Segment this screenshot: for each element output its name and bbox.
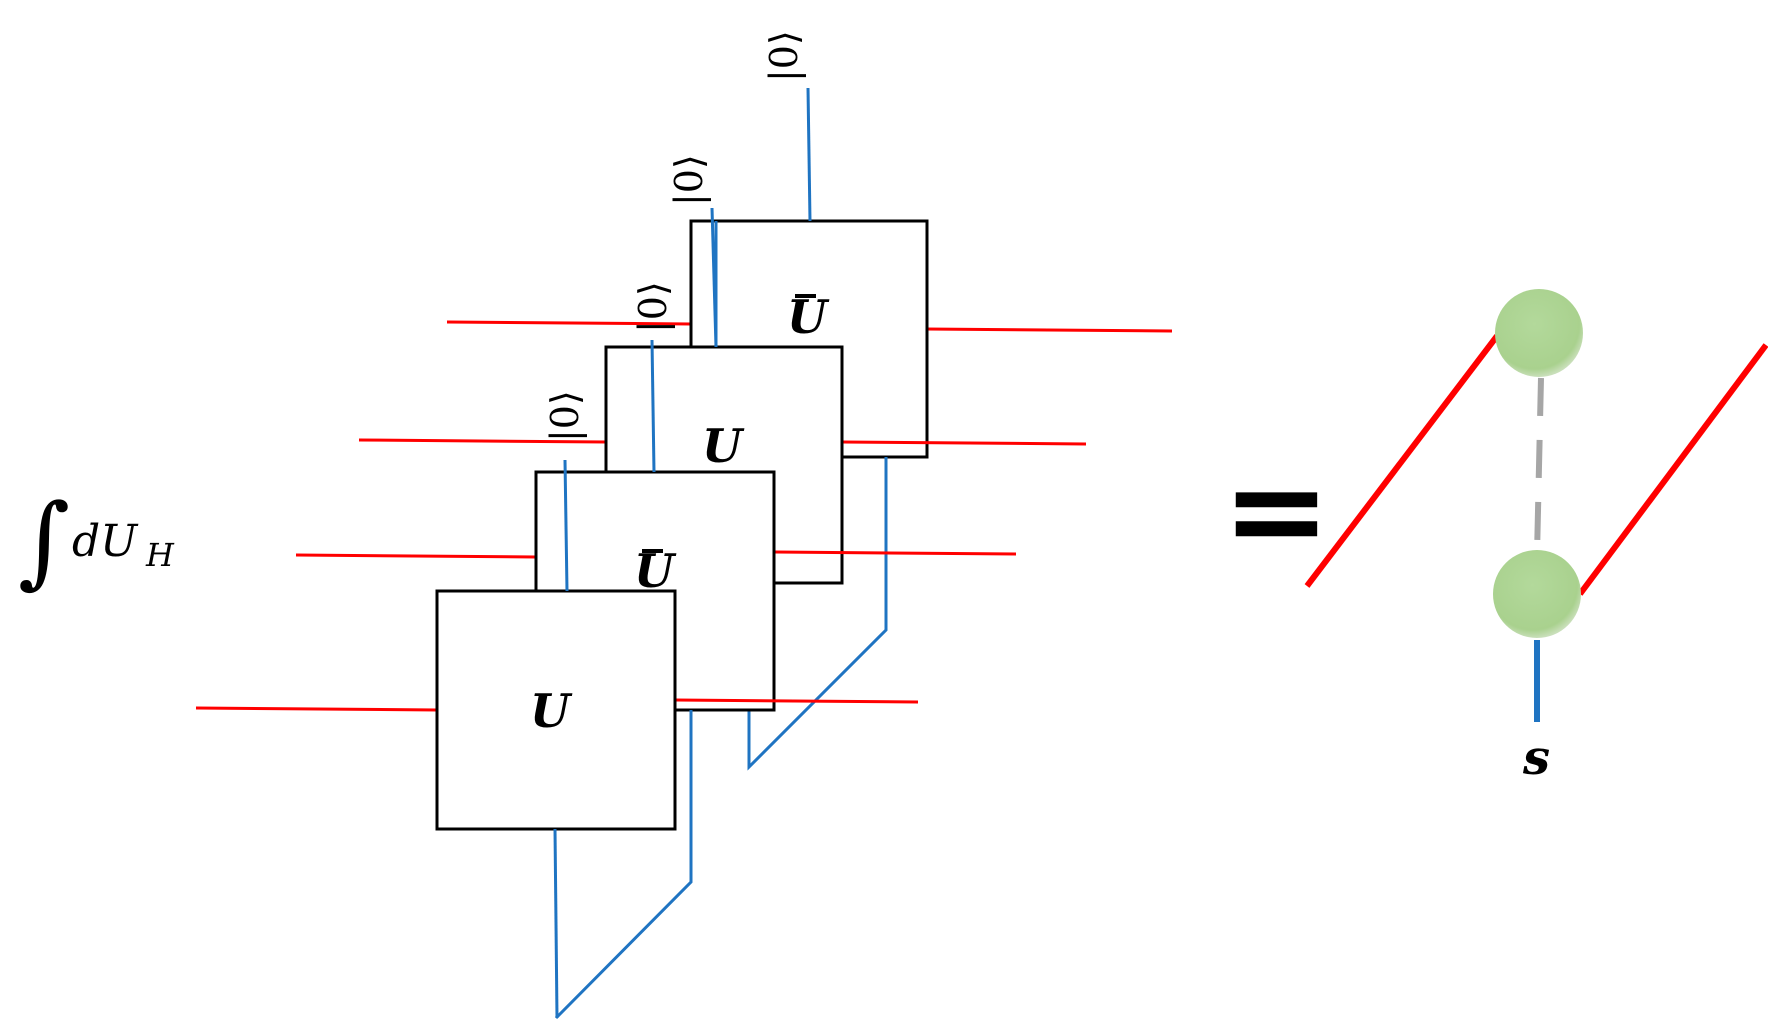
layer-3-ket: |0⟩: [667, 154, 711, 206]
top-ket: |0⟩: [762, 30, 806, 82]
layer-3-right-leg: [841, 440, 1087, 446]
integral-expression: ∫ dU H: [18, 482, 175, 599]
integral-subscript: H: [145, 536, 175, 574]
rhs-top-node-leg: [1304, 334, 1500, 588]
rhs-s-label: s: [1522, 730, 1550, 786]
layer-1-label: U: [530, 684, 573, 738]
layer-2-right-leg: [774, 550, 1017, 556]
layer-1-right-leg: [675, 698, 919, 704]
layer-3-bottom-wire: [554, 710, 693, 1020]
integral-sign: ∫: [18, 482, 70, 599]
rhs-bottom-node: [1493, 550, 1581, 638]
layer-4-top-wire: [806, 87, 812, 222]
layer-4-bottom-wire: [747, 457, 888, 771]
layer-1-ket: |0⟩: [543, 390, 587, 442]
layer-1-top-wire: [563, 459, 569, 592]
rhs-top-node: [1495, 289, 1583, 377]
layer-2-left-leg: [295, 553, 537, 559]
rhs-bottom-node-leg: [1577, 343, 1768, 596]
rhs-dashed-bond: [1534, 377, 1544, 556]
integral-measure: dU: [72, 516, 139, 567]
layer-3-label: U: [702, 419, 745, 473]
layer-4-left-leg: [446, 320, 692, 326]
layer-1-left-leg: [195, 706, 438, 712]
layer-1-bottom-wire: [553, 828, 559, 1019]
layer-4-right-leg: [925, 327, 1173, 333]
rhs-tensor: s: [1304, 289, 1768, 786]
layer-2-ket: |0⟩: [631, 281, 675, 333]
layer-1-u: U |0⟩: [195, 390, 919, 1019]
equals-sign: =: [1222, 434, 1331, 586]
layer-3-left-leg: [358, 438, 607, 444]
layer-4-label: U: [787, 290, 830, 344]
layer-1-box: [435, 589, 677, 831]
layer-2-top-wire: [650, 339, 656, 473]
layer-4-ubar: U |0⟩: [446, 30, 1173, 771]
